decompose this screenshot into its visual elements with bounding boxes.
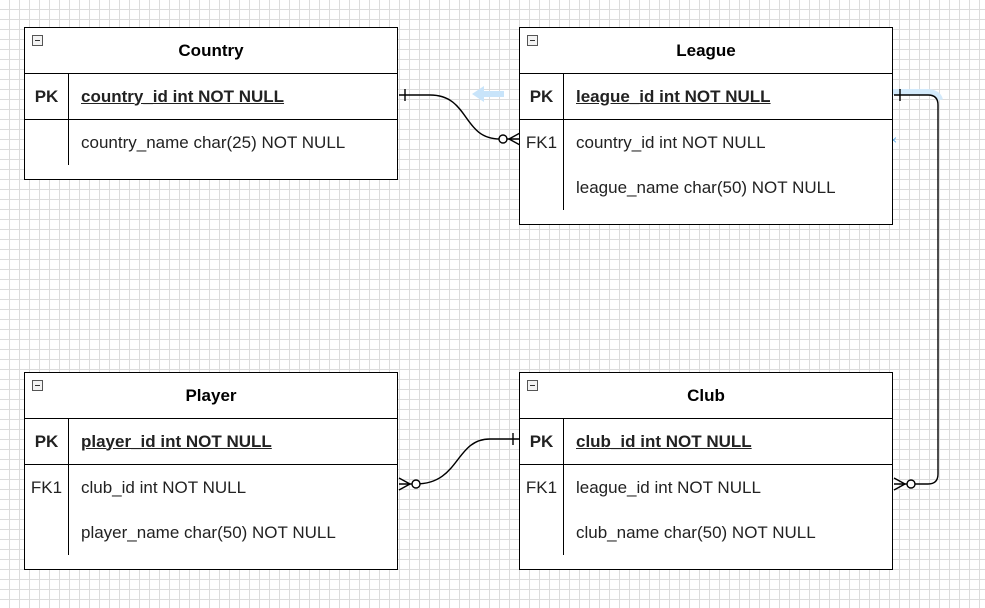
field-row[interactable]: FK1 country_id int NOT NULL (520, 120, 892, 165)
field-row[interactable]: player_name char(50) NOT NULL (25, 510, 397, 555)
minus-box-icon[interactable] (32, 380, 43, 391)
selection-handle-icon: × (890, 133, 897, 147)
relationship-country-league[interactable] (399, 89, 521, 146)
entity-title: Country (178, 40, 244, 60)
pk-row[interactable]: PK country_id int NOT NULL (25, 74, 397, 120)
minus-box-icon[interactable] (527, 380, 538, 391)
key-label: FK1 (25, 465, 69, 510)
key-label: FK1 (520, 465, 564, 510)
pk-row[interactable]: PK club_id int NOT NULL (520, 419, 892, 465)
field-label: country_id int NOT NULL (576, 132, 766, 152)
key-label (25, 120, 69, 165)
minus-box-icon[interactable] (32, 35, 43, 46)
field-label: club_id int NOT NULL (81, 477, 247, 497)
field-row[interactable]: club_name char(50) NOT NULL (520, 510, 892, 555)
key-label: FK1 (520, 120, 564, 165)
entity-title: League (676, 40, 736, 60)
field-label: league_name char(50) NOT NULL (576, 177, 836, 197)
field-label: league_id int NOT NULL (576, 86, 771, 106)
pk-row[interactable]: PK league_id int NOT NULL (520, 74, 892, 120)
relationship-league-club[interactable] (893, 89, 939, 491)
entity-footer (520, 555, 892, 569)
pk-row[interactable]: PK player_id int NOT NULL (25, 419, 397, 465)
entity-footer (520, 210, 892, 224)
entity-header: Country (25, 28, 397, 74)
field-label: country_name char(25) NOT NULL (81, 132, 346, 152)
entity-club[interactable]: Club PK club_id int NOT NULL FK1 league_… (519, 372, 893, 570)
key-label: PK (25, 419, 69, 464)
entity-footer (25, 555, 397, 569)
field-row[interactable]: league_name char(50) NOT NULL (520, 165, 892, 210)
entity-header: Player (25, 373, 397, 419)
entity-league[interactable]: League PK league_id int NOT NULL FK1 cou… (519, 27, 893, 225)
field-label: country_id int NOT NULL (81, 86, 285, 106)
key-label: PK (520, 74, 564, 119)
entity-title: Player (185, 385, 237, 405)
entity-country[interactable]: Country PK country_id int NOT NULL count… (24, 27, 398, 180)
key-label (520, 165, 564, 210)
key-label: PK (520, 419, 564, 464)
field-row[interactable]: country_name char(25) NOT NULL (25, 120, 397, 165)
entity-footer (25, 165, 397, 179)
field-label: club_id int NOT NULL (576, 431, 752, 451)
field-label: league_id int NOT NULL (576, 477, 761, 497)
entity-header: League (520, 28, 892, 74)
field-row[interactable]: FK1 club_id int NOT NULL (25, 465, 397, 510)
key-label (25, 510, 69, 555)
entity-player[interactable]: Player PK player_id int NOT NULL FK1 clu… (24, 372, 398, 570)
relationship-club-player[interactable] (398, 433, 519, 491)
minus-box-icon[interactable] (527, 35, 538, 46)
field-row[interactable]: FK1 league_id int NOT NULL (520, 465, 892, 510)
key-label (520, 510, 564, 555)
selection-arrow-icon (472, 86, 504, 102)
field-label: player_id int NOT NULL (81, 431, 272, 451)
entity-title: Club (687, 385, 725, 405)
key-label: PK (25, 74, 69, 119)
field-label: player_name char(50) NOT NULL (81, 522, 336, 542)
field-label: club_name char(50) NOT NULL (576, 522, 816, 542)
selection-highlight (893, 89, 943, 101)
entity-header: Club (520, 373, 892, 419)
